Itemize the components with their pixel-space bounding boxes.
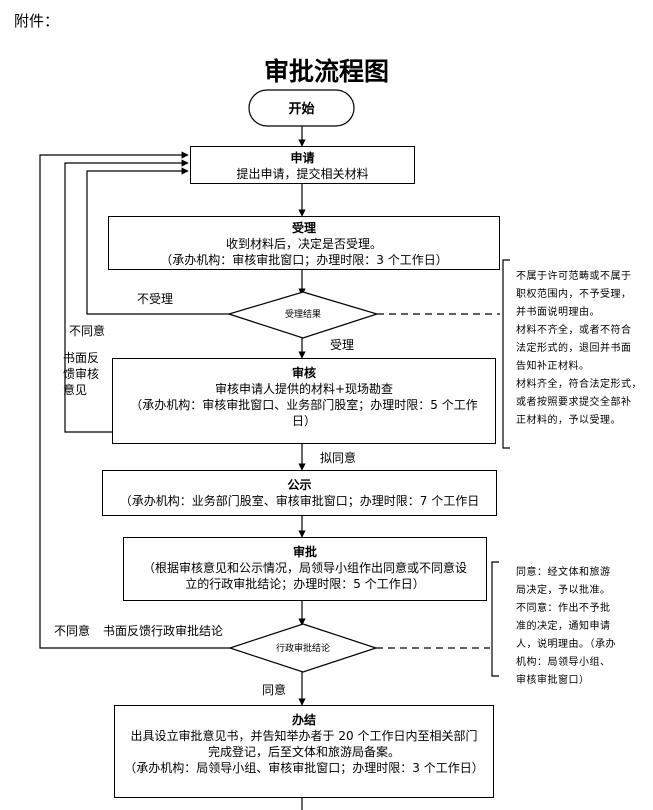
label-written-feedback-review: 书面反 馈审核 意见 <box>63 350 99 398</box>
accept-line2: （承办机构：审核审批窗口；办理时限：3 个工作日） <box>160 253 448 267</box>
note2-bracket <box>491 561 499 677</box>
side-note-accept-rules: 不属于许可范畴或不属于 职权范围内，不予受理， 并书面说明理由。 材料不齐全，或… <box>516 268 650 430</box>
apply-title: 申请 <box>290 151 315 165</box>
note2-line: 准的决定，通知申请 <box>516 621 611 632</box>
label-accepted: 受理 <box>330 338 355 352</box>
note2-line: 同意：经文体和旅游 <box>516 567 611 578</box>
label-agree: 同意 <box>262 683 287 697</box>
review-title: 审核 <box>291 366 316 380</box>
complete-box: 办结 出具设立审批意见书，并告知举办者于 20 个工作日内至相关部门 完成登记，… <box>114 705 494 798</box>
publicity-line1: （承办机构：业务部门股室、审核审批窗口；办理时限：7 个工作日 <box>119 494 480 508</box>
decision-diamond-approval <box>228 623 378 673</box>
decision-diamond-accept <box>226 291 380 339</box>
note1-line: 并书面说明理由。 <box>516 307 600 318</box>
apply-desc: 提出申请，提交相关材料 <box>236 167 369 181</box>
arrow-not-accepted-loop <box>86 167 230 315</box>
approve-box: 审批 （根据审核意见和公示情况，局领导小组作出同意或不同意设 立的行政审批结论；… <box>123 537 487 601</box>
page-title: 审批流程图 <box>263 57 389 86</box>
decision-accept-label: 受理结果 <box>284 310 321 320</box>
note1-line: 或者按照要求提交全部补 <box>516 397 632 408</box>
review-box: 审核 审核申请人提供的材料+现场勘查 （承办机构：审核审批窗口、业务部门股室；办… <box>112 358 496 444</box>
approve-line2: 立的行政审批结论；办理时限：5 个工作日） <box>185 577 425 591</box>
approve-line1: （根据审核意见和公示情况，局领导小组作出同意或不同意设 <box>142 561 467 575</box>
accept-title: 受理 <box>291 221 316 235</box>
arrow-approval-feedback-loop <box>39 151 230 649</box>
label-not-accepted: 不受理 <box>137 292 174 306</box>
attachment-label: 附件： <box>14 12 60 30</box>
publicity-title: 公示 <box>287 478 312 492</box>
note2-line: 审核审批窗口） <box>516 675 590 686</box>
apply-box: 申请 提出申请，提交相关材料 <box>190 146 415 184</box>
complete-line2: 完成登记，后至文体和旅游局备案。 <box>207 745 400 759</box>
note2-line: 不同意：作出不予批 <box>516 603 611 614</box>
review-line3: 日） <box>291 414 316 428</box>
note1-bracket <box>502 259 510 449</box>
label-written-feedback-conclusion: 书面反馈行政审批结论 <box>103 624 224 638</box>
note2-line: 人，说明理由。（承办 <box>516 639 616 650</box>
note1-line: 告知补正材料。 <box>516 361 590 372</box>
note1-line: 材料不齐全，或者不符合 <box>516 325 632 336</box>
review-line1: 审核申请人提供的材料+现场勘查 <box>214 382 394 396</box>
accept-line1: 收到材料后，决定是否受理。 <box>225 237 382 251</box>
decision-approval-label: 行政审批结论 <box>275 644 330 654</box>
feedback-review-line2: 馈审核 <box>63 367 100 381</box>
approve-title: 审批 <box>292 545 317 559</box>
side-note-approval-rules: 同意：经文体和旅游 局决定，予以批准。 不同意：作出不予批 准的决定，通知申请 … <box>516 564 650 690</box>
note1-line: 不属于许可范畴或不属于 <box>516 271 632 282</box>
start-terminal-shape <box>248 89 355 127</box>
note1-line: 职权范围内，不予受理， <box>516 289 632 300</box>
complete-title: 办结 <box>291 713 316 727</box>
label-proposed-agree: 拟同意 <box>320 451 357 465</box>
note1-line: 正材料的，予以受理。 <box>516 415 621 426</box>
feedback-review-line1: 书面反 <box>63 351 100 365</box>
arrow-review-feedback-loop <box>64 159 189 433</box>
feedback-review-line3: 意见 <box>63 383 88 397</box>
label-disagree-review: 不同意 <box>69 324 106 338</box>
label-disagree-approval: 不同意 <box>54 624 91 638</box>
publicity-box: 公示 （承办机构：业务部门股室、审核审批窗口；办理时限：7 个工作日 <box>102 470 497 516</box>
note1-line: 法定形式的，退回并书面 <box>516 343 632 354</box>
complete-line3: （承办机构：局领导小组、审核审批窗口；办理时限：3 个工作日） <box>124 761 484 775</box>
start-node: 开始 <box>288 102 315 117</box>
complete-line1: 出具设立审批意见书，并告知举办者于 20 个工作日内至相关部门 <box>130 729 478 743</box>
note1-line: 材料齐全，符合法定形式， <box>516 379 642 390</box>
accept-box: 受理 收到材料后，决定是否受理。 （承办机构：审核审批窗口；办理时限：3 个工作… <box>108 216 500 270</box>
review-line2: （承办机构：审核审批窗口、业务部门股室；办理时限：5 个工作 <box>130 398 478 412</box>
note2-line: 局决定，予以批准。 <box>516 585 611 596</box>
note2-line: 机构：局领导小组、 <box>516 657 611 668</box>
